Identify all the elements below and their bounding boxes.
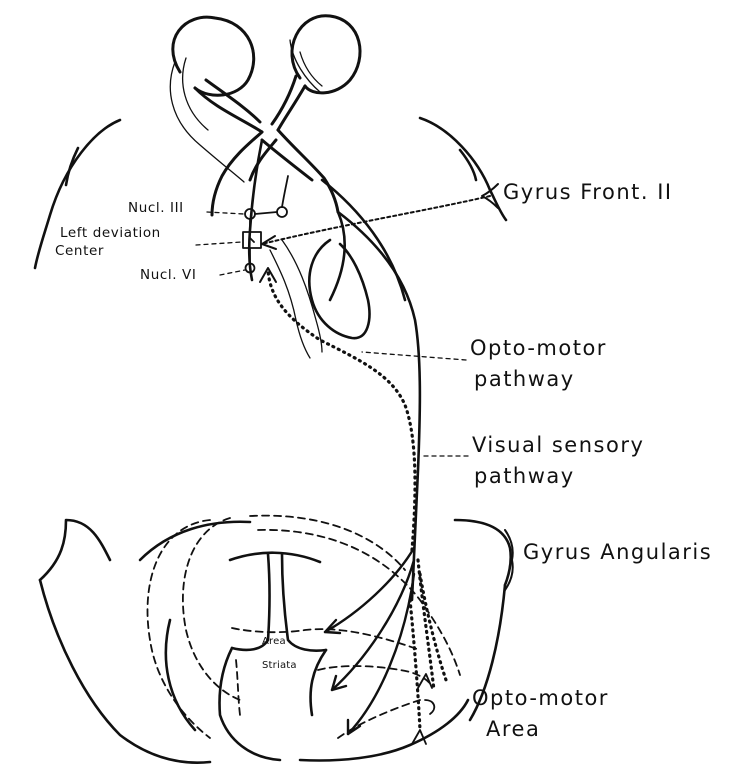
dashed-fiber-2: [183, 518, 240, 700]
label-gyrus-angularis: Gyrus Angularis: [523, 540, 712, 564]
right-frontal-thin-line-2: [300, 52, 322, 86]
ventricle-loop: [309, 240, 369, 338]
right-eyeball: [292, 16, 360, 93]
leader-lines: [196, 212, 468, 456]
brainstem: [249, 140, 420, 600]
opto-motor-dotted-line: [268, 270, 415, 550]
label-area-striata: Area: [262, 636, 286, 648]
chiasm-right-tract: [278, 130, 338, 212]
opto-motor-dotted-line-occipital-2: [420, 574, 446, 680]
label-opto-motor-pathway: Opto-motor: [470, 336, 607, 360]
chiasm-right-tract-inner: [262, 140, 312, 180]
left-occipital-outline-lower: [40, 580, 210, 763]
label-opto-motor-area-2: Area: [486, 717, 540, 741]
calcarine-top: [230, 553, 320, 562]
label-area-striata-2: Striata: [262, 660, 297, 672]
right-occipital-lobe-inner: [311, 650, 326, 715]
occipital-bottom-curve: [300, 700, 468, 760]
leader-opto-motor-pathway: [362, 352, 466, 360]
ventricle-thin-line-left: [270, 250, 310, 358]
area-mark-3: [425, 700, 434, 714]
brainstem-nuclei: [243, 176, 288, 273]
frontal-thin-contours: [170, 40, 322, 358]
radiation-arrow-3: [348, 574, 414, 734]
eyeballs: [173, 16, 360, 96]
dashed-fiber-4: [258, 530, 460, 675]
label-opto-motor-pathway-2: pathway: [474, 367, 575, 391]
left-occipital-outline: [40, 520, 110, 580]
chiasm-right-inner: [272, 76, 296, 124]
chiasm-left-tract-inner: [250, 140, 276, 180]
right-occipital-outline: [455, 520, 511, 585]
label-visual-sensory-2: pathway: [474, 464, 575, 488]
leader-nucl-vi: [220, 270, 245, 275]
nucl-iii-right-stalk: [282, 176, 288, 207]
label-nucl-vi: Nucl. VI: [140, 268, 196, 284]
nucl-iii-circle-right: [277, 207, 287, 217]
calcarine-stem-right: [282, 554, 326, 651]
dashed-fiber-1: [148, 520, 211, 738]
opto-motor-dotted-line-occipital-3: [410, 600, 420, 730]
label-left-deviation: Left deviation: [60, 226, 161, 242]
leader-left-deviation: [196, 242, 242, 245]
label-opto-motor-area: Opto-motor: [472, 686, 609, 710]
label-nucl-iii: Nucl. III: [128, 201, 184, 217]
frontal-crossed-fiber: [262, 184, 498, 249]
radiation-arrow-1: [325, 548, 414, 632]
left-inner-lower: [166, 620, 195, 730]
dashed-fiber-3: [250, 516, 405, 570]
label-gyrus-front: Gyrus Front. II: [503, 180, 673, 204]
label-left-deviation-center: Center: [55, 244, 104, 260]
chiasm-left-tract: [212, 132, 262, 215]
optic-chiasm: [195, 76, 338, 215]
visual-radiation: [325, 548, 414, 734]
label-visual-sensory: Visual sensory: [472, 433, 644, 457]
visual-pathway-trunk: [338, 212, 420, 600]
nucl-iii-link: [255, 212, 277, 214]
dashed-fiber-8: [236, 660, 240, 715]
left-inner-bowl: [140, 522, 250, 560]
